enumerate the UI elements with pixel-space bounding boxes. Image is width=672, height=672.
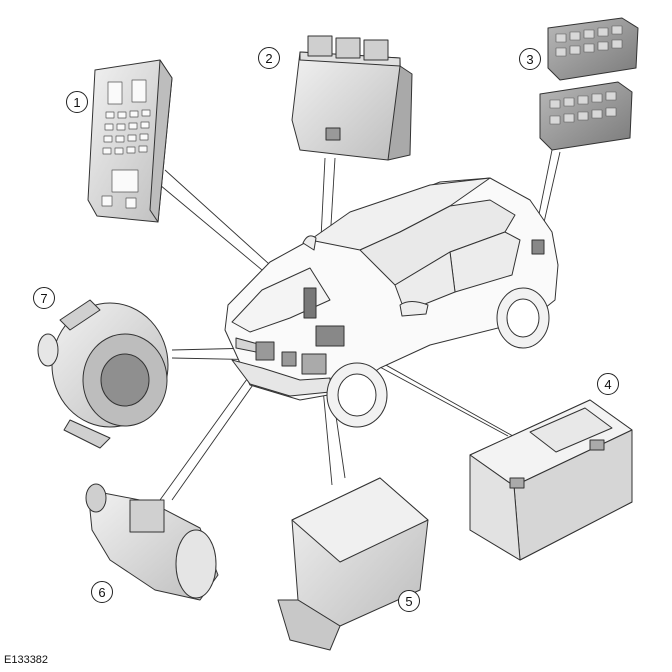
callout-7: 7 — [33, 287, 55, 309]
vehicle-fuse-box-location — [531, 239, 545, 255]
vehicle-starter-location — [281, 351, 297, 367]
vehicle-bcm-location — [303, 287, 317, 319]
leader-line-6b — [171, 371, 263, 501]
component-6-starter — [85, 483, 219, 601]
component-3-module — [539, 17, 639, 151]
component-1-module — [87, 59, 173, 223]
component-4-battery — [469, 399, 633, 561]
vehicle-outline — [224, 177, 559, 428]
callout-5: 5 — [398, 590, 420, 612]
component-7-alternator — [37, 299, 169, 449]
vehicle-alternator-location — [255, 341, 275, 361]
callout-3: 3 — [519, 48, 541, 70]
component-5-cover — [277, 477, 429, 651]
callout-6: 6 — [91, 581, 113, 603]
figure-id: E133382 — [4, 654, 49, 666]
callout-1: 1 — [66, 91, 88, 113]
callout-2: 2 — [258, 47, 280, 69]
vehicle-battery-location — [315, 325, 345, 347]
leader-line-6 — [159, 367, 256, 501]
vehicle-cover-location — [301, 353, 327, 375]
callout-4: 4 — [597, 373, 619, 395]
component-2-module — [291, 35, 413, 161]
